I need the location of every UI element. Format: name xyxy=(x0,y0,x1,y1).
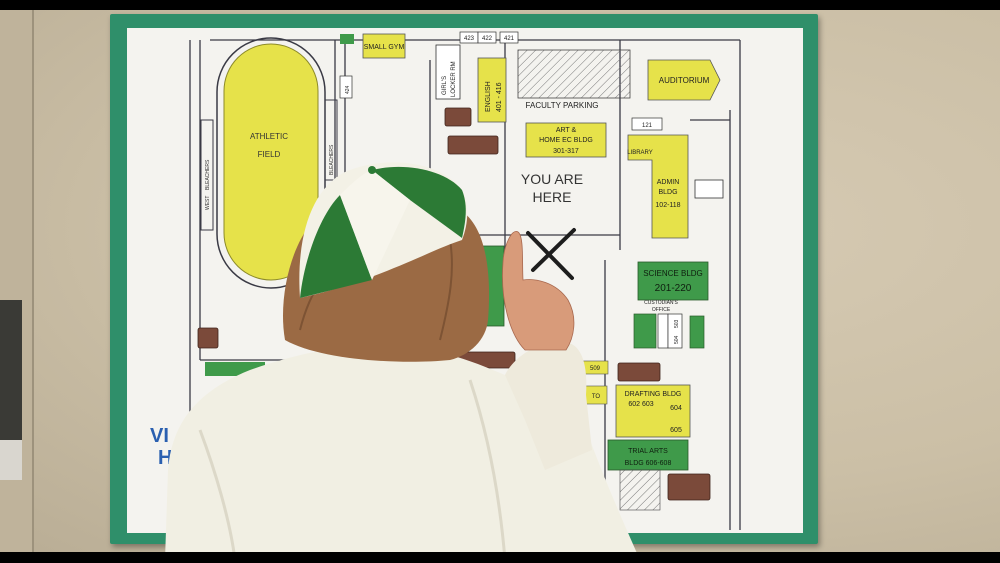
x-mark xyxy=(526,228,576,280)
science-rooms-label: 201-220 xyxy=(655,283,692,294)
auditorium-label: AUDITORIUM xyxy=(659,76,710,85)
drafting-rooms-c: 605 xyxy=(670,427,682,434)
pointing-hand xyxy=(502,231,575,351)
art-label-2: HOME EC BLDG xyxy=(539,137,593,144)
small-gym-building xyxy=(362,33,406,59)
office-label: OFFICE xyxy=(652,307,671,313)
art-building xyxy=(525,122,607,158)
door-frame xyxy=(0,10,34,552)
faculty-parking-label: FACULTY PARKING xyxy=(526,101,599,110)
door-window xyxy=(0,300,22,440)
field-label: FIELD xyxy=(258,150,281,159)
you-are-label: YOU ARE xyxy=(521,171,583,187)
west-label: WEST xyxy=(205,196,211,210)
english-rooms-label: 401 - 416 xyxy=(496,82,503,112)
small-gym-label: SMALL GYM xyxy=(364,44,405,51)
bleachers-west-label: BLEACHERS xyxy=(205,159,211,190)
room-121-label: 121 xyxy=(642,123,653,129)
english-building xyxy=(477,57,507,123)
svg-text:424: 424 xyxy=(345,85,351,94)
arts-building xyxy=(607,439,689,471)
svg-text:509: 509 xyxy=(590,366,601,372)
art-rooms-label: 301-317 xyxy=(553,148,579,155)
svg-text:422: 422 xyxy=(482,36,493,42)
raised-arm xyxy=(505,341,592,470)
door-panel xyxy=(0,440,22,480)
letterbox-top xyxy=(0,0,1000,10)
svg-text:TO: TO xyxy=(592,394,601,400)
arts-label-2: BLDG 606-608 xyxy=(625,460,672,467)
custodians-label: CUSTODIAN'S xyxy=(644,300,678,306)
letterbox-bottom xyxy=(0,552,1000,563)
svg-text:503: 503 xyxy=(674,319,680,328)
bldg-label: BLDG xyxy=(658,189,677,196)
faculty-parking-lot xyxy=(517,49,631,99)
auditorium-building xyxy=(647,59,721,101)
bleachers-east-label: BLEACHERS xyxy=(329,144,335,175)
drafting-rooms-a: 602 603 xyxy=(628,401,653,408)
svg-text:504: 504 xyxy=(674,335,680,344)
girls-label: GIRL'S xyxy=(442,76,448,95)
drafting-building xyxy=(615,384,691,438)
athletic-label: ATHLETIC xyxy=(250,132,288,141)
admin-rooms-label: 102-118 xyxy=(655,202,680,209)
svg-text:423: 423 xyxy=(464,36,475,42)
drafting-rooms-b: 604 xyxy=(670,405,682,412)
arts-label-1: TRIAL ARTS xyxy=(628,448,668,455)
drafting-label: DRAFTING BLDG xyxy=(625,391,682,398)
room-tags-top: 423 422 421 424 xyxy=(339,31,519,99)
library-label: LIBRARY xyxy=(627,150,653,156)
science-label: SCIENCE BLDG xyxy=(643,269,703,278)
art-label-1: ART & xyxy=(556,127,577,134)
english-label: ENGLISH xyxy=(485,81,492,112)
svg-text:421: 421 xyxy=(504,36,515,42)
locker-label: LOCKER RM xyxy=(451,61,457,97)
science-building xyxy=(637,261,709,301)
admin-label: ADMIN xyxy=(657,179,680,186)
here-label: HERE xyxy=(533,189,572,205)
map-title-corner: VI xyxy=(150,425,169,447)
admin-building xyxy=(627,134,689,239)
